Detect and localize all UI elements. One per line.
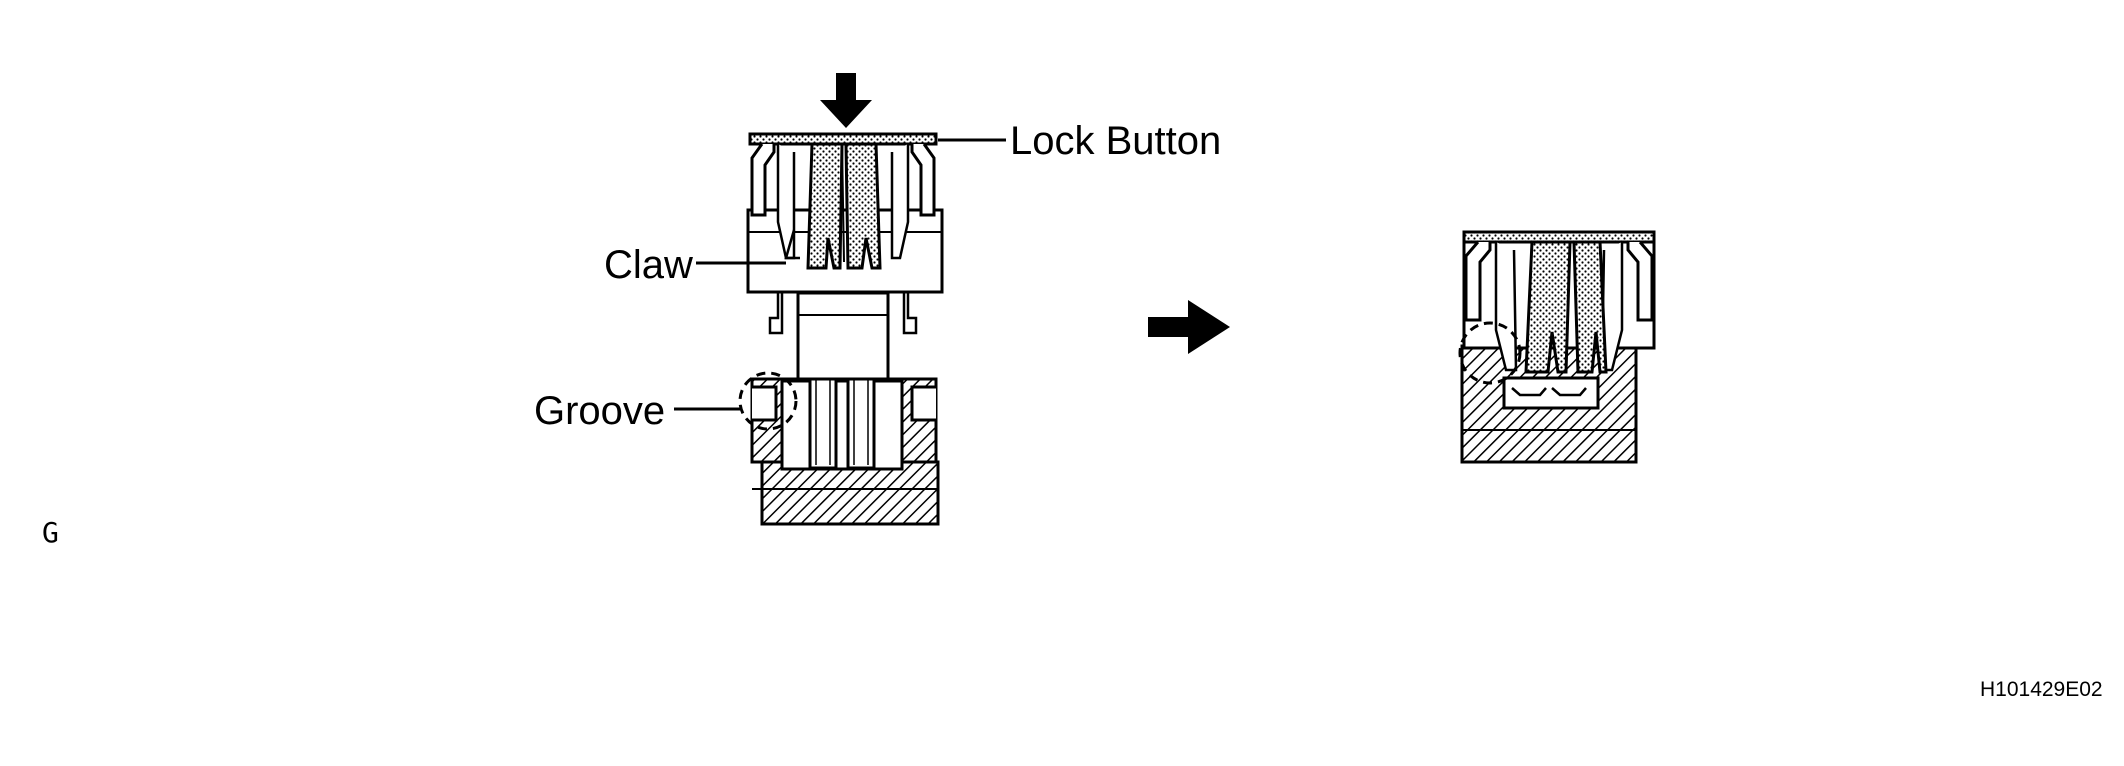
arrow-right-icon <box>1148 300 1230 354</box>
lock-button <box>746 132 944 294</box>
figure-code: H101429E02 <box>1980 678 2103 701</box>
claw-label: Claw <box>604 243 693 287</box>
connector-before-lock: Lock Button Claw Groove <box>534 73 1221 526</box>
groove-label: Groove <box>534 389 665 433</box>
connector-neck <box>768 291 918 381</box>
pressed-lock-button <box>1462 230 1656 374</box>
locked-housing <box>1460 344 1638 464</box>
groove-highlight-circle <box>738 371 798 431</box>
lock-button-label: Lock Button <box>1010 119 1221 163</box>
arrow-down-icon <box>820 73 872 128</box>
connector-after-lock <box>1458 230 1656 464</box>
housing <box>750 361 940 526</box>
engaged-groove-circle <box>1458 321 1522 385</box>
margin-letter: G <box>42 516 59 549</box>
